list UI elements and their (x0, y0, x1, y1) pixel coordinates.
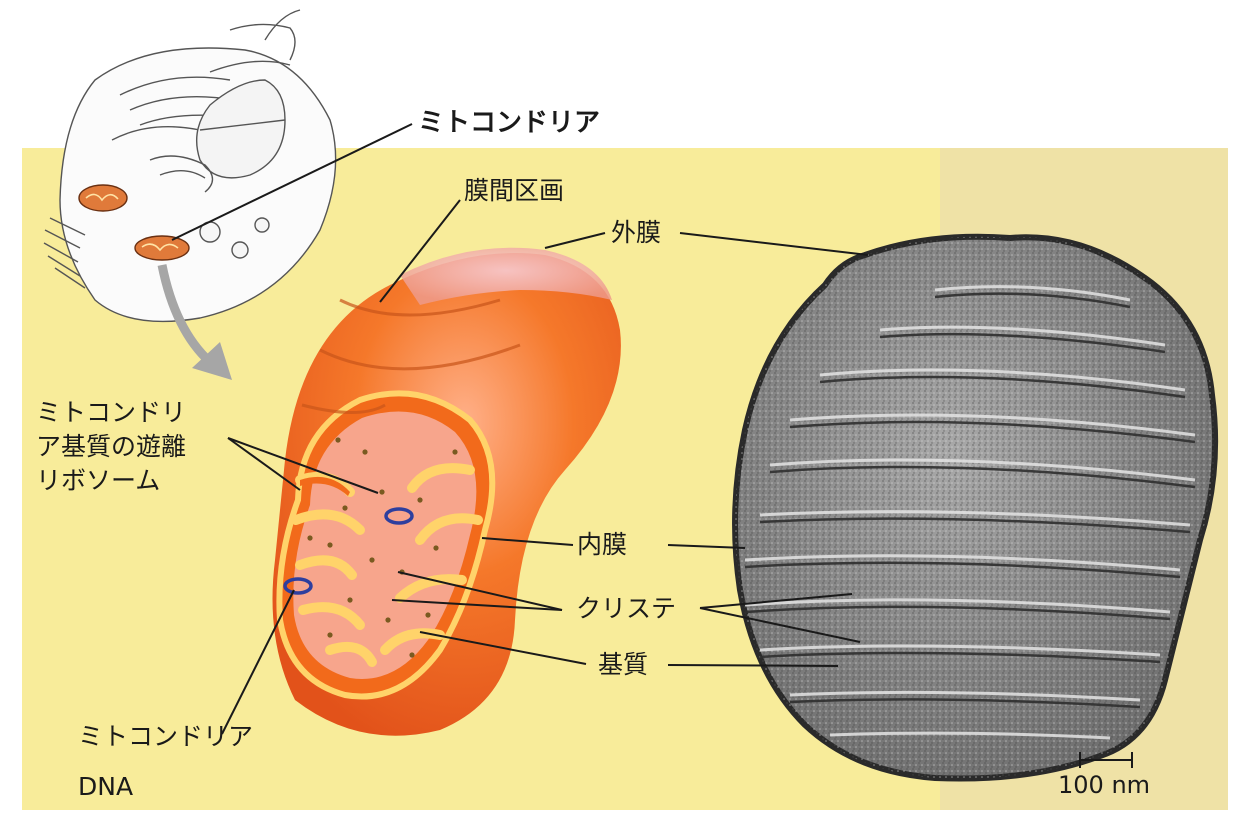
leader-lines (171, 123, 869, 735)
scale-bar-label: 100 nm (1058, 771, 1151, 799)
label-mito-dna-line1: ミトコンドリア (78, 722, 254, 751)
label-free-ribosomes: ミトコンドリ ア基質の遊離 リボソーム (36, 398, 187, 495)
label-intermembrane-space: 膜間区画 (464, 176, 565, 205)
label-inner-membrane: 内膜 (577, 530, 628, 559)
mitochondrion-3d (272, 247, 621, 736)
zoom-arrow (157, 264, 214, 366)
scale-bar (1079, 752, 1133, 768)
label-mitochondria: ミトコンドリア (418, 108, 601, 138)
label-cristae: クリステ (576, 594, 677, 623)
zoom-arrow-head (192, 342, 232, 380)
electron-micrograph (732, 233, 1219, 782)
label-matrix: 基質 (598, 650, 649, 679)
label-mito-dna-line2: DNA (78, 772, 134, 801)
label-outer-membrane: 外膜 (611, 218, 662, 247)
cell-sketch (43, 9, 337, 323)
